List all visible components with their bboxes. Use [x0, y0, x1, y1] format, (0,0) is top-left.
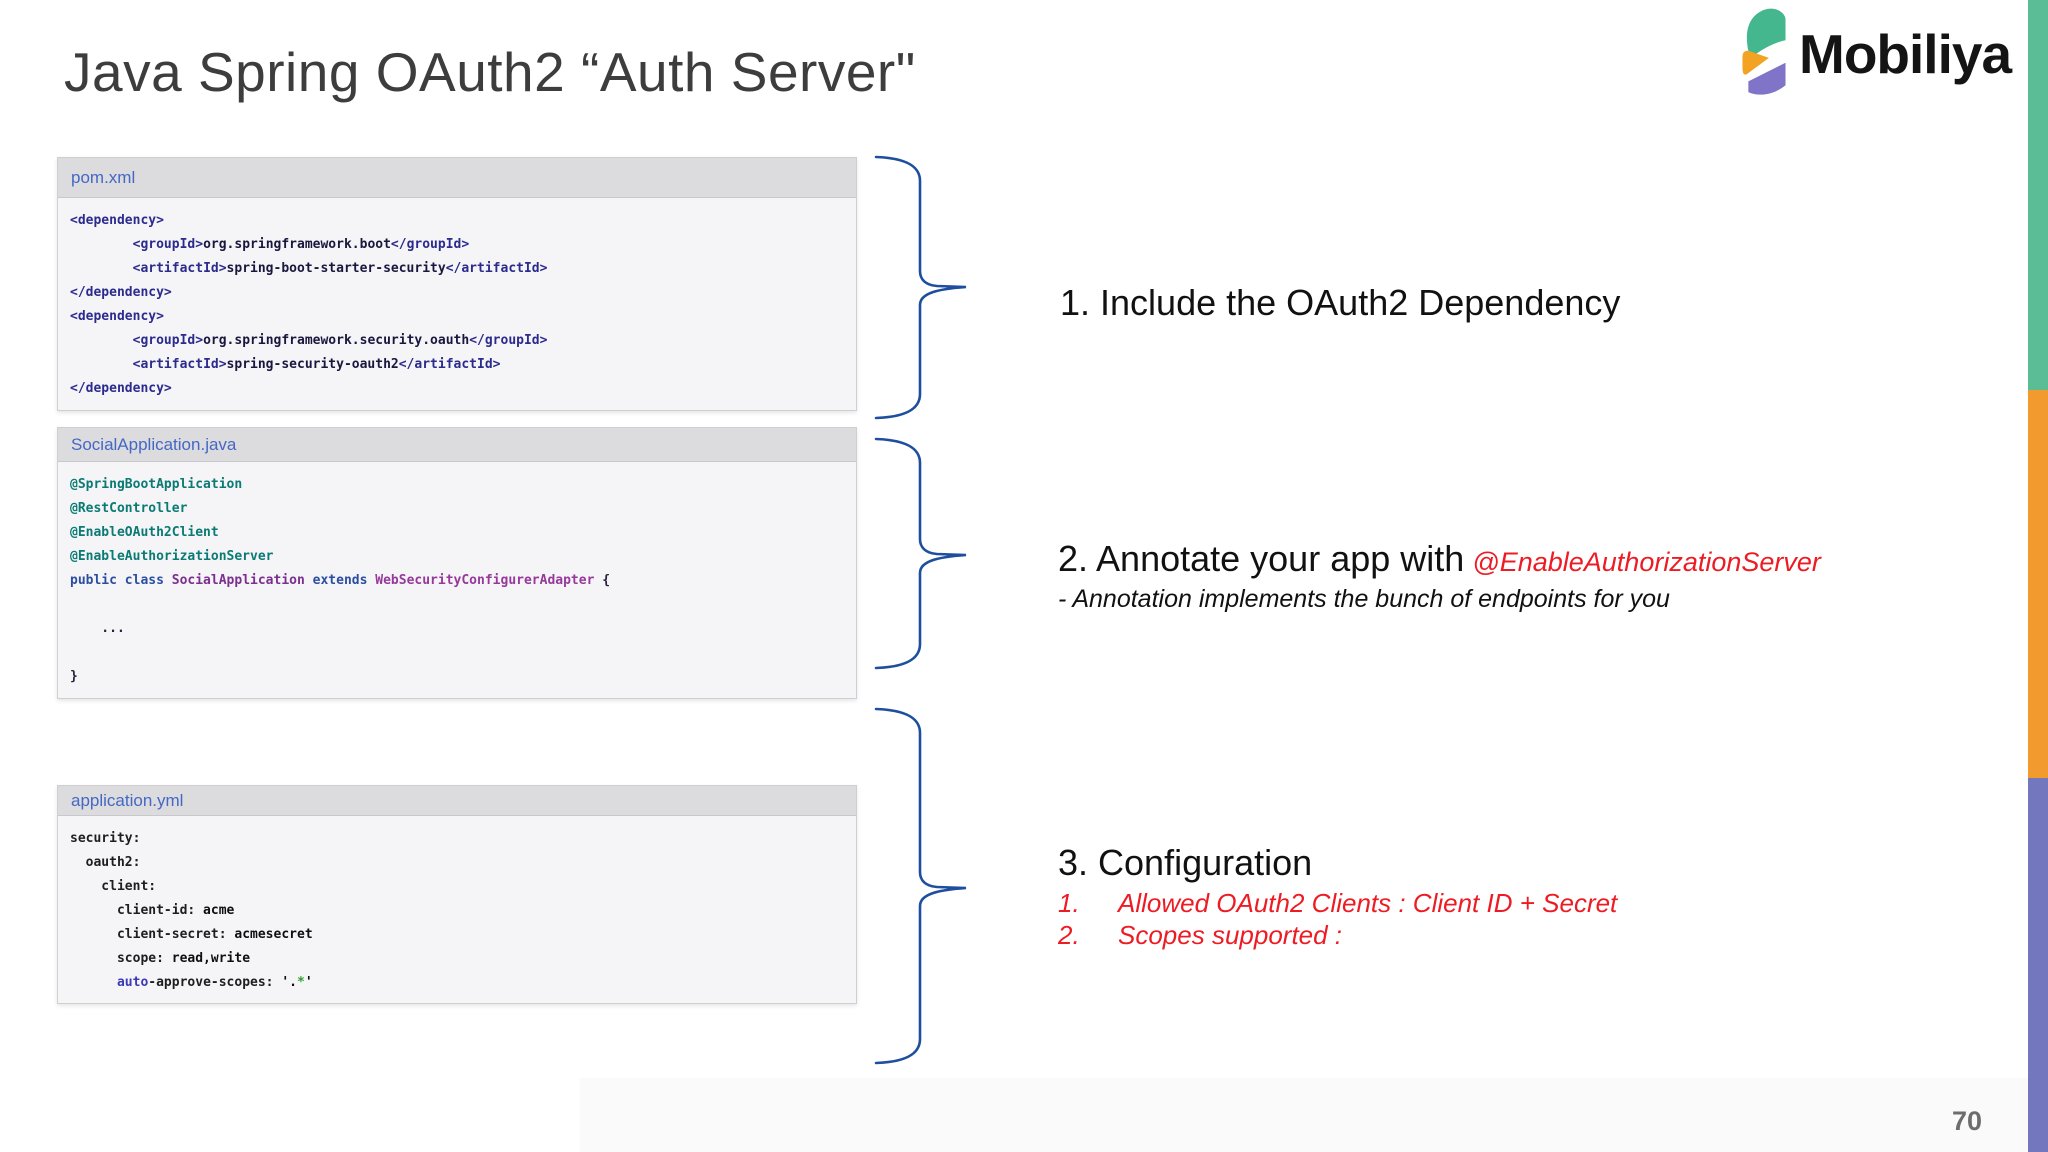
- code-line: [70, 593, 856, 617]
- code-line: client-id: acme: [70, 903, 235, 918]
- code-line: auto-approve-scopes: '.*': [70, 975, 313, 990]
- code-block-pom-xml: pom.xml <dependency> <groupId>org.spring…: [57, 157, 857, 411]
- page-number: 70: [1952, 1106, 1983, 1136]
- slide-title: Java Spring OAuth2 “Auth Server": [64, 41, 916, 103]
- brace-connector-2: [874, 437, 967, 670]
- step3-list-item: 2. Scopes supported :: [1058, 920, 1342, 951]
- step3-text: 3. Configuration: [1058, 842, 1313, 883]
- filename-label: application.yml: [71, 790, 184, 810]
- code-line: }: [70, 669, 78, 684]
- mobiliya-logo-icon: [1742, 8, 1786, 95]
- step2-highlight-annotation: @EnableAuthorizationServer: [1472, 547, 1821, 577]
- code-body: @SpringBootApplication @RestController @En…: [58, 462, 856, 698]
- code-body: <dependency> <groupId>org.springframewor…: [58, 198, 856, 410]
- list-item-text: Scopes supported :: [1118, 920, 1343, 950]
- step3-list-item: 1. Allowed OAuth2 Clients : Client ID + …: [1058, 888, 1617, 919]
- filename-label: pom.xml: [71, 167, 136, 187]
- footer-band: [580, 1078, 2028, 1152]
- step1-text: 1. Include the OAuth2 Dependency: [1060, 282, 1621, 323]
- code-line: </dependency>: [70, 381, 172, 396]
- code-filename-tab: application.yml: [58, 786, 856, 816]
- step2-text: 2. Annotate your app with: [1058, 538, 1465, 579]
- code-line: <groupId>org.springframework.security.oa…: [132, 333, 548, 348]
- annotation-step2: 2. Annotate your app with@EnableAuthoriz…: [1058, 538, 1821, 580]
- code-line: oauth2:: [70, 855, 141, 870]
- brace-connector-1: [874, 155, 967, 420]
- code-line: public class SocialApplication extends W…: [70, 573, 611, 588]
- code-line: scope: read,write: [70, 951, 251, 966]
- code-line: [70, 641, 856, 665]
- code-line: </dependency>: [70, 285, 172, 300]
- code-filename-tab: pom.xml: [58, 158, 856, 198]
- code-block-application-yml: application.yml security: oauth2: client…: [57, 785, 857, 1004]
- mobiliya-logo: Mobiliya: [1733, 6, 2012, 96]
- code-block-socialapplication-java: SocialApplication.java @SpringBootApplic…: [57, 427, 857, 699]
- code-line: <artifactId>spring-security-oauth2</arti…: [132, 357, 501, 372]
- code-filename-tab: SocialApplication.java: [58, 428, 856, 462]
- code-line: @SpringBootApplication: [70, 477, 243, 492]
- mobiliya-logo-text: Mobiliya: [1799, 23, 2012, 85]
- code-line: <dependency>: [70, 213, 164, 228]
- annotation-step2-note: - Annotation implements the bunch of end…: [1058, 585, 1670, 613]
- code-line: @EnableOAuth2Client: [70, 525, 219, 540]
- code-line: ...: [70, 621, 125, 636]
- code-line: security:: [70, 831, 141, 846]
- brace-connector-3: [874, 707, 967, 1065]
- accent-bar-purple: [2028, 778, 2048, 1152]
- list-item-number: 2.: [1058, 920, 1080, 950]
- code-line: client-secret: acmesecret: [70, 927, 313, 942]
- list-item-text: Allowed OAuth2 Clients : Client ID + Sec…: [1118, 888, 1618, 918]
- code-line: <dependency>: [70, 309, 164, 324]
- code-body: security: oauth2: client: client-id: acm…: [58, 816, 856, 1003]
- list-item-number: 1.: [1058, 888, 1080, 918]
- brace-connectors: [874, 155, 967, 1065]
- code-line: client:: [70, 879, 157, 894]
- code-line: @EnableAuthorizationServer: [70, 549, 274, 564]
- code-line: <groupId>org.springframework.boot</group…: [132, 237, 470, 252]
- accent-bar-orange: [2028, 390, 2048, 778]
- annotation-step3: 3. Configuration: [1058, 842, 1312, 884]
- code-line: @RestController: [70, 501, 188, 516]
- annotation-step1: 1. Include the OAuth2 Dependency: [1060, 282, 1620, 324]
- accent-bar-teal: [2028, 0, 2048, 390]
- code-line: <artifactId>spring-boot-starter-security…: [132, 261, 548, 276]
- filename-label: SocialApplication.java: [71, 434, 237, 454]
